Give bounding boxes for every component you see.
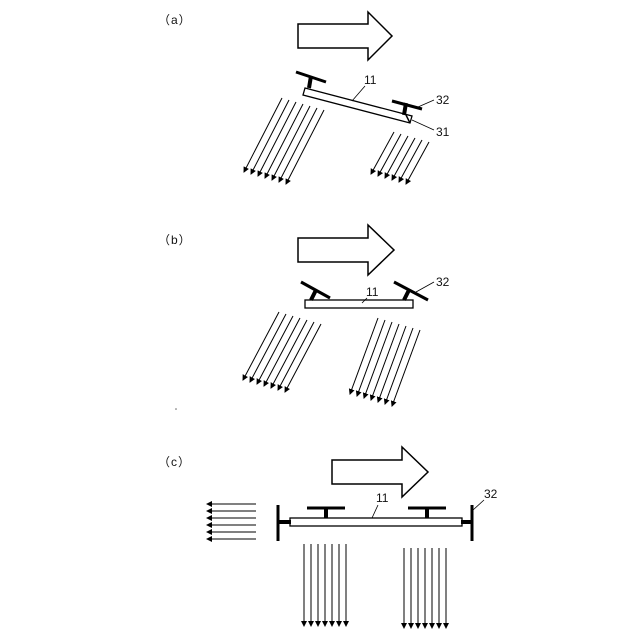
rotor-top-left-icon [307, 508, 345, 518]
thrust-arrows-horizontal [207, 504, 256, 539]
plate-11 [290, 518, 462, 526]
panel-c-label: （c） [158, 455, 191, 469]
plate-11 [305, 300, 413, 308]
ref-label-11: 11 [366, 285, 379, 299]
rotor-end-left-icon [278, 505, 291, 541]
motion-arrow-icon [332, 447, 428, 497]
rotor-end-right-icon [461, 505, 472, 541]
panel-b-label: （b） [158, 233, 192, 247]
motion-arrow-icon [298, 225, 394, 275]
thrust-arrows-left [243, 312, 321, 392]
panel-b: （b） 11 32 [158, 225, 450, 406]
leader-32 [473, 500, 484, 510]
motion-arrow-icon [298, 12, 392, 60]
plate-11 [303, 88, 412, 123]
thrust-arrows-left [244, 98, 324, 184]
rotor-top-right-icon [408, 508, 446, 518]
thrust-arrows-down-right [404, 548, 446, 628]
panel-c: （c） 11 32 [158, 447, 498, 628]
thrust-arrows-down-left [304, 544, 346, 626]
ref-label-32: 32 [436, 93, 450, 107]
ref-label-32: 32 [436, 275, 450, 289]
leader-31 [412, 120, 434, 130]
leader-32 [418, 100, 434, 107]
rotor-left-icon [296, 72, 326, 88]
ref-label-11: 11 [376, 491, 389, 505]
ref-label-32: 32 [484, 487, 498, 501]
ref-label-31: 31 [436, 125, 450, 139]
leader-32 [416, 282, 434, 292]
rotor-left-icon [301, 282, 330, 300]
leader-11 [372, 505, 378, 518]
thrust-arrows-right [350, 318, 420, 406]
rotor-right-icon [394, 282, 428, 300]
stray-dot [175, 408, 177, 410]
leader-11 [352, 86, 365, 101]
panel-a: （a） 11 32 31 [158, 12, 450, 184]
thrust-arrows-right [371, 132, 429, 184]
ref-label-11: 11 [364, 73, 377, 87]
panel-a-label: （a） [158, 13, 192, 27]
